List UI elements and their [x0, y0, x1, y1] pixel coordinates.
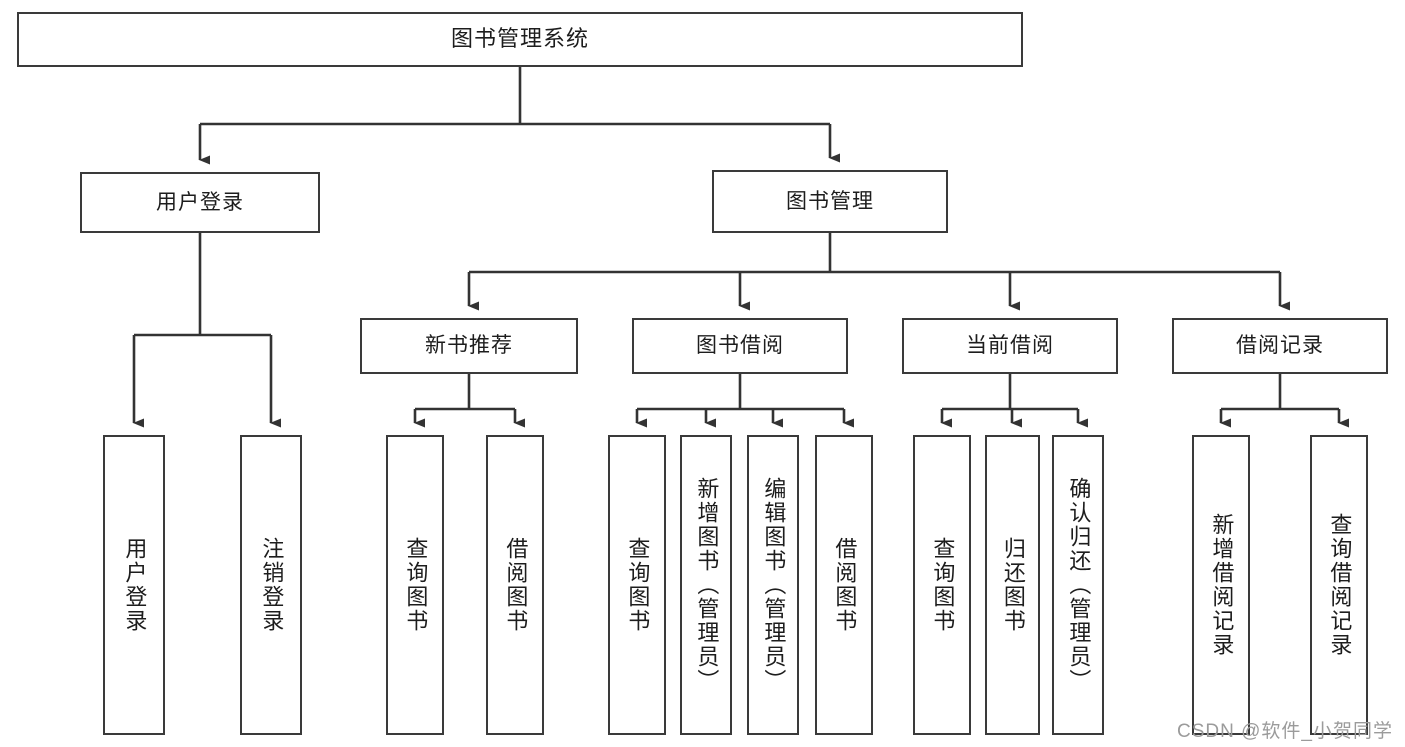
node-leaf-add-borrow-record-label: 新增借阅记录: [1209, 513, 1235, 657]
node-leaf-query-book-1[interactable]: 查询图书: [386, 435, 444, 735]
node-leaf-add-book-label: 新增图书（管理员）: [694, 477, 720, 693]
node-leaf-edit-book[interactable]: 编辑图书（管理员）: [747, 435, 799, 735]
node-leaf-query-book-2[interactable]: 查询图书: [608, 435, 666, 735]
node-borrow-record[interactable]: 借阅记录: [1172, 318, 1388, 374]
node-leaf-add-book[interactable]: 新增图书（管理员）: [680, 435, 732, 735]
csdn-watermark: CSDN @软件_小贺同学: [1177, 721, 1393, 742]
node-root-label: 图书管理系统: [450, 26, 589, 52]
node-new-book-recommend-label: 新书推荐: [425, 334, 513, 358]
node-leaf-edit-book-label: 编辑图书（管理员）: [761, 477, 787, 693]
node-new-book-recommend[interactable]: 新书推荐: [360, 318, 578, 374]
node-borrow-record-label: 借阅记录: [1236, 334, 1324, 358]
node-book-borrow[interactable]: 图书借阅: [632, 318, 848, 374]
node-leaf-confirm-return-label: 确认归还（管理员）: [1066, 477, 1092, 693]
node-current-borrow-label: 当前借阅: [966, 334, 1054, 358]
node-leaf-borrow-book-1-label: 借阅图书: [503, 537, 529, 633]
node-book-manage[interactable]: 图书管理: [712, 170, 948, 233]
node-leaf-return-book-label: 归还图书: [1000, 537, 1026, 633]
node-leaf-query-book-2-label: 查询图书: [625, 537, 651, 633]
node-root[interactable]: 图书管理系统: [17, 12, 1023, 67]
node-leaf-borrow-book-2-label: 借阅图书: [832, 537, 858, 633]
node-leaf-query-book-3-label: 查询图书: [930, 537, 956, 633]
node-leaf-confirm-return[interactable]: 确认归还（管理员）: [1052, 435, 1104, 735]
node-leaf-user-logout[interactable]: 注销登录: [240, 435, 302, 735]
node-user-login[interactable]: 用户登录: [80, 172, 320, 233]
node-leaf-user-logout-label: 注销登录: [259, 537, 285, 633]
node-leaf-borrow-book-1[interactable]: 借阅图书: [486, 435, 544, 735]
node-leaf-user-login[interactable]: 用户登录: [103, 435, 165, 735]
node-leaf-add-borrow-record[interactable]: 新增借阅记录: [1192, 435, 1250, 735]
node-user-login-label: 用户登录: [156, 190, 244, 214]
node-leaf-query-borrow-record[interactable]: 查询借阅记录: [1310, 435, 1368, 735]
node-leaf-return-book[interactable]: 归还图书: [985, 435, 1040, 735]
node-leaf-query-borrow-record-label: 查询借阅记录: [1327, 513, 1353, 657]
node-current-borrow[interactable]: 当前借阅: [902, 318, 1118, 374]
node-leaf-user-login-label: 用户登录: [122, 537, 148, 633]
node-leaf-borrow-book-2[interactable]: 借阅图书: [815, 435, 873, 735]
node-book-manage-label: 图书管理: [786, 189, 874, 213]
node-leaf-query-book-1-label: 查询图书: [403, 537, 429, 633]
node-leaf-query-book-3[interactable]: 查询图书: [913, 435, 971, 735]
node-book-borrow-label: 图书借阅: [696, 334, 784, 358]
